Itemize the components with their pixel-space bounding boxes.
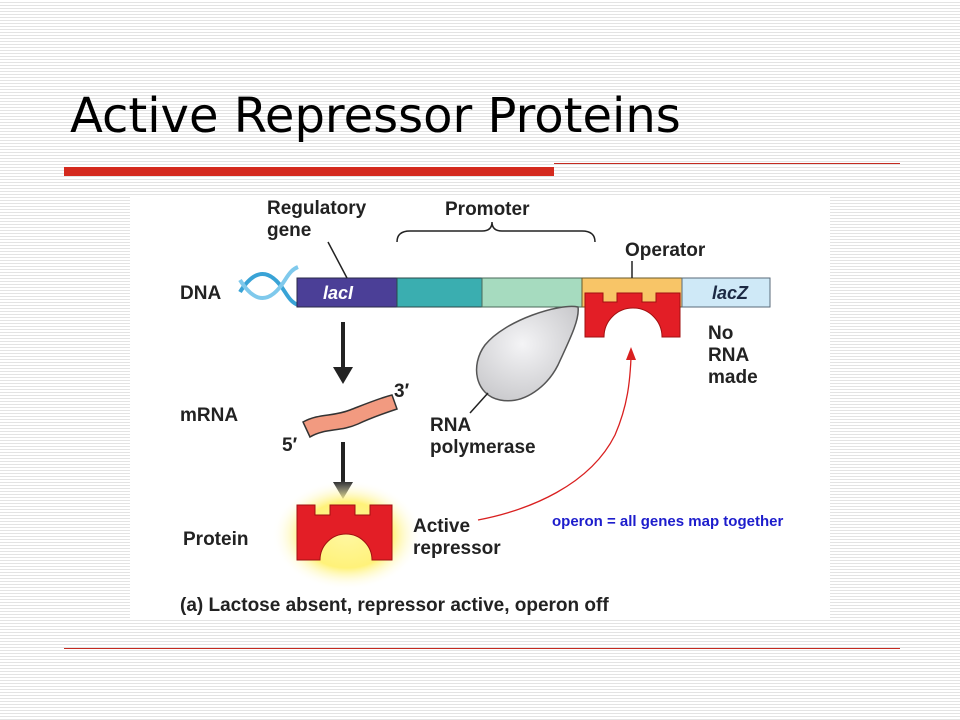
- footer-rule: [64, 648, 900, 649]
- protein-label: Protein: [183, 529, 249, 550]
- laci-label: lacI: [323, 283, 354, 303]
- operon-annotation: operon = all genes map together: [552, 513, 784, 530]
- slide-title: Active Repressor Proteins: [70, 88, 681, 144]
- regulatory-gene-label: Regulatory gene: [267, 198, 367, 241]
- dna-helix: [238, 265, 299, 307]
- promoter-segment-b: [481, 277, 583, 308]
- title-underline-thin: [554, 163, 900, 164]
- operator-label: Operator: [625, 240, 706, 261]
- dna-label: DNA: [180, 283, 222, 304]
- promoter-label: Promoter: [445, 199, 530, 220]
- arrow-gene-to-mrna: [333, 322, 353, 384]
- protein-glow: [272, 480, 422, 590]
- diagram-graphics: [238, 221, 771, 590]
- active-repressor-label: Active repressor: [413, 516, 501, 559]
- promoter-segment-a: [396, 277, 483, 308]
- rna-polymerase-label: RNA polymerase: [430, 415, 536, 458]
- no-rna-made-label: No RNA made: [708, 323, 758, 388]
- promoter-brace: [396, 221, 596, 243]
- protein-repressor: [296, 504, 393, 561]
- rna-polymerase-shape: [475, 305, 579, 402]
- mrna-label: mRNA: [180, 405, 239, 426]
- figure-caption: (a) Lactose absent, repressor active, op…: [180, 595, 609, 616]
- rna-polymerase-pointer: [469, 392, 489, 414]
- five-prime-label: 5′: [282, 435, 298, 456]
- regulatory-gene-pointer: [327, 241, 348, 279]
- operon-diagram: Regulatory gene Promoter Operator DNA la…: [130, 195, 830, 620]
- lacz-segment: [681, 277, 771, 308]
- mrna-strand: [302, 394, 398, 439]
- three-prime-label: 3′: [394, 381, 410, 402]
- arrow-repressor-to-operator: [477, 347, 636, 521]
- bound-repressor: [584, 292, 681, 338]
- laci-segment: [296, 277, 398, 308]
- lacz-label: lacZ: [712, 283, 749, 303]
- title-underline-thick: [64, 167, 554, 176]
